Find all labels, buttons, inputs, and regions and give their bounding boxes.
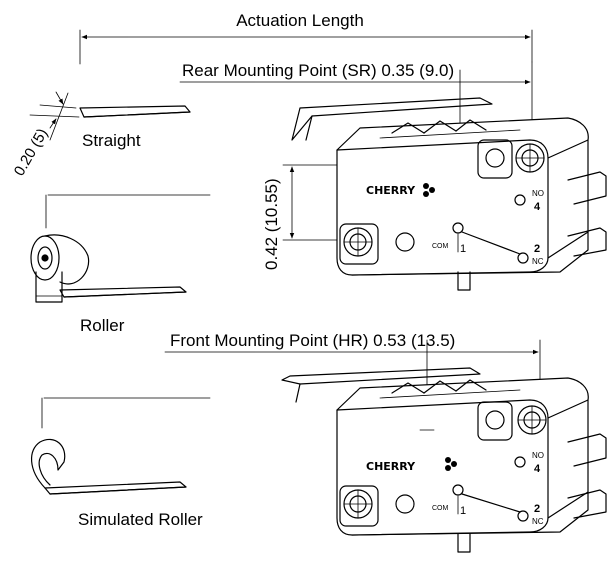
roller-label: Roller bbox=[80, 316, 125, 335]
simulated-roller-label: Simulated Roller bbox=[78, 510, 203, 529]
brand-flower-icon bbox=[423, 183, 435, 197]
brand-logo-bottom: CHERRY bbox=[366, 460, 416, 473]
simulated-roller-actuator bbox=[31, 397, 211, 495]
switch-body-top bbox=[291, 97, 607, 291]
actuation-length-label: Actuation Length bbox=[236, 11, 364, 30]
com-number-bottom: 1 bbox=[460, 505, 466, 517]
no-label-bottom: NO bbox=[532, 451, 544, 460]
height-dimension-label: 0.42 (10.55) bbox=[262, 178, 281, 270]
actuation-length-dimension bbox=[79, 29, 533, 65]
brand-flower-icon-bottom bbox=[445, 457, 457, 471]
com-label-top: COM bbox=[432, 243, 449, 250]
straight-label: Straight bbox=[82, 131, 141, 150]
nc-number-top: 2 bbox=[534, 243, 540, 255]
no-label-top: NO bbox=[532, 189, 544, 198]
no-number-bottom: 4 bbox=[534, 463, 541, 475]
straight-thickness-label: 0.20 (5) bbox=[11, 126, 52, 179]
com-label-bottom: COM bbox=[432, 505, 449, 512]
nc-number-bottom: 2 bbox=[534, 503, 540, 515]
switch-body-bottom bbox=[281, 367, 607, 553]
roller-actuator bbox=[30, 194, 211, 303]
com-number-top: 1 bbox=[460, 243, 466, 255]
brand-logo-top: CHERRY bbox=[366, 184, 416, 197]
rear-mounting-label: Rear Mounting Point (SR) 0.35 (9.0) bbox=[182, 61, 454, 80]
straight-actuator bbox=[29, 91, 191, 141]
nc-label-top: NC bbox=[532, 257, 544, 266]
nc-label-bottom: NC bbox=[532, 517, 544, 526]
front-mounting-label: Front Mounting Point (HR) 0.53 (13.5) bbox=[170, 331, 455, 350]
no-number-top: 4 bbox=[534, 201, 541, 213]
